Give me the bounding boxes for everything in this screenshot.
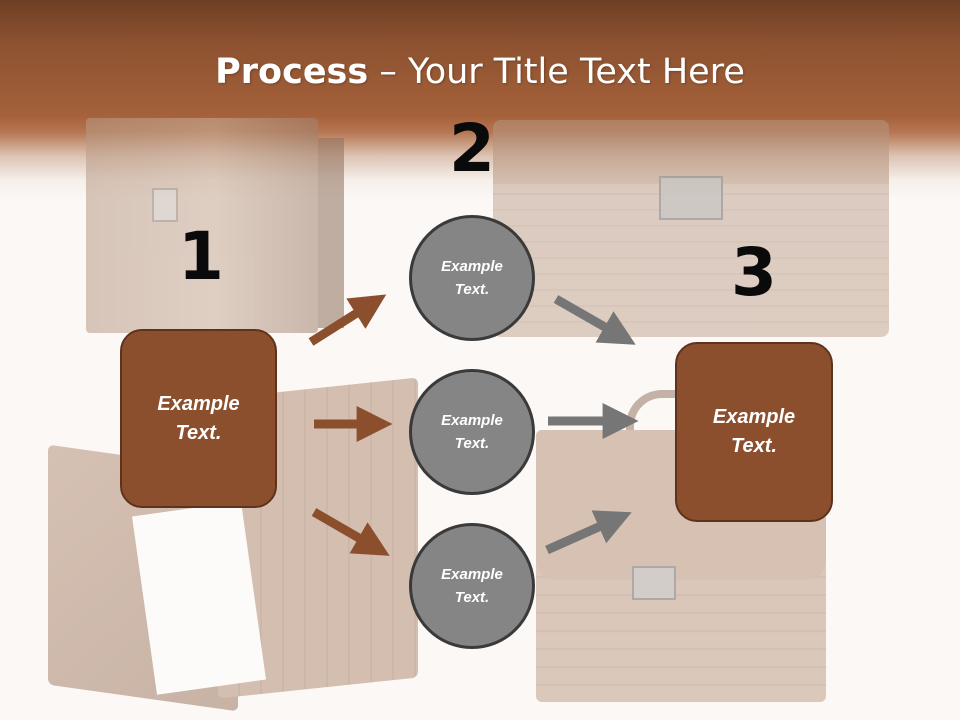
process-box-start-label: Example Text. (157, 392, 240, 444)
briefcase-side (318, 138, 344, 328)
process-box-start: Example Text. (120, 329, 277, 508)
briefcase-lock (659, 176, 723, 220)
process-box-end: Example Text. (675, 342, 833, 522)
slide-title: Process – Your Title Text Here (0, 52, 960, 92)
arrow-circle-1-to-box (553, 295, 636, 345)
arrow-box-to-circle-3 (311, 508, 390, 556)
process-circle-2: Example Text. (409, 369, 535, 495)
process-circle-2-label: Example Text. (441, 412, 503, 452)
step-number-1: 1 (178, 218, 224, 295)
briefcase-latch (152, 188, 178, 222)
process-circle-1-label: Example Text. (441, 258, 503, 298)
arrow-box-to-circle-1 (308, 294, 387, 346)
briefcase-flap (493, 120, 889, 184)
step-number-2: 2 (449, 110, 495, 187)
briefcase-image-top-right (493, 120, 889, 337)
briefcase-image-top-left (86, 118, 344, 333)
process-circle-3: Example Text. (409, 523, 535, 649)
step-number-3: 3 (731, 234, 777, 311)
arrow-circle-3-to-box (545, 510, 632, 555)
title-rest: – Your Title Text Here (368, 52, 745, 92)
briefcase-latch (632, 566, 676, 600)
process-circle-3-label: Example Text. (441, 566, 503, 606)
title-bold: Process (215, 52, 369, 92)
process-box-end-label: Example Text. (712, 406, 796, 457)
process-circle-1: Example Text. (409, 215, 535, 341)
